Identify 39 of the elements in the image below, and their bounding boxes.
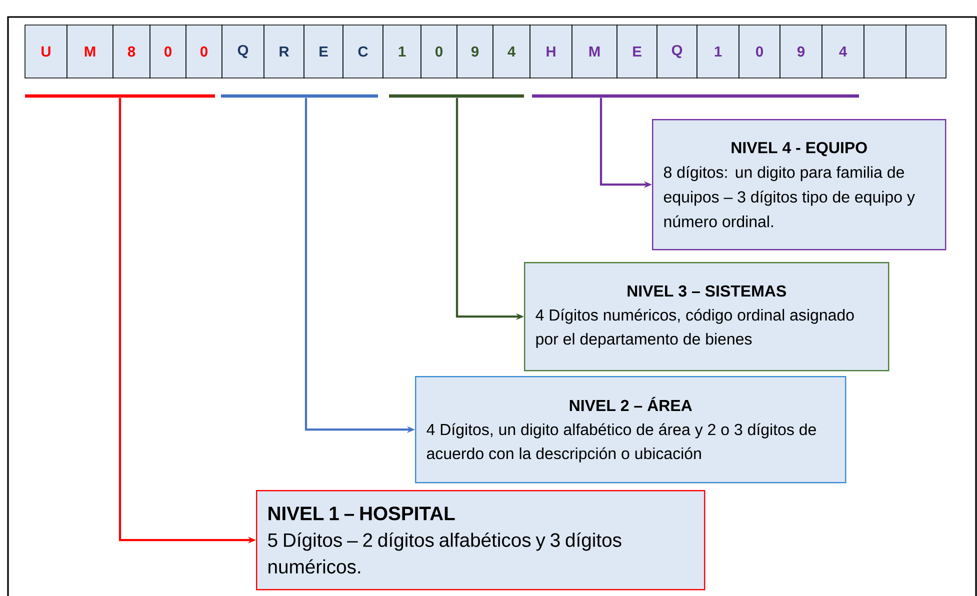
code-cell: H: [530, 24, 572, 78]
code-cell: 0: [150, 24, 186, 78]
code-cell: M: [66, 24, 114, 78]
code-cell: Q: [222, 24, 264, 78]
box-text: 8 dígitos: un digito para familia de equipos – 3 dígitos tipo de equipo y número ordinal.: [664, 166, 915, 228]
code-cell: U: [24, 24, 68, 78]
box-heading: NIVEL 4 - EQUIPO: [732, 142, 867, 156]
code-cell: C: [342, 24, 384, 78]
box-heading: NIVEL 3 – SISTEMAS: [628, 285, 786, 297]
empty-cell: [864, 24, 906, 78]
level-box: [256, 490, 706, 590]
box-heading: NIVEL 1 – HOSPITAL: [268, 506, 455, 520]
code-cell: 0: [186, 24, 222, 78]
underline-bar: [25, 94, 215, 98]
box-heading: NIVEL 2 – ÁREA: [570, 396, 692, 412]
underline-bar: [532, 94, 860, 98]
code-cell: Q: [656, 24, 698, 78]
code-cell: 0: [420, 24, 458, 78]
code-cell: E: [304, 24, 344, 78]
level-box: [415, 376, 846, 484]
level-box: [524, 262, 890, 372]
level-box: [652, 119, 946, 250]
code-cell: 8: [112, 24, 150, 78]
underline-bar: [389, 94, 524, 98]
box-text: 4 Dígitos numéricos, código ordinal asignado por el departamento de bienes: [536, 308, 854, 348]
box-text: 4 Dígitos, un digito alfabético de área y 2 o 3 dígitos de acuerdo con la descripción o ubicación: [426, 423, 816, 462]
code-cell: 1: [696, 24, 740, 78]
code-cell: M: [572, 24, 618, 78]
underline-bar: [221, 94, 378, 98]
code-cell: 0: [738, 24, 780, 78]
empty-cell: [906, 24, 946, 78]
code-cell: 9: [456, 24, 494, 78]
code-cell: 4: [822, 24, 864, 78]
code-cell: R: [264, 24, 304, 78]
code-cell: E: [616, 24, 658, 78]
box-text: 5 Dígitos – 2 dígitos alfabéticos y 3 dígitos numéricos.: [268, 532, 622, 574]
code-cell: 1: [382, 24, 422, 78]
code-cell: 4: [492, 24, 530, 78]
code-cell: 9: [780, 24, 822, 78]
